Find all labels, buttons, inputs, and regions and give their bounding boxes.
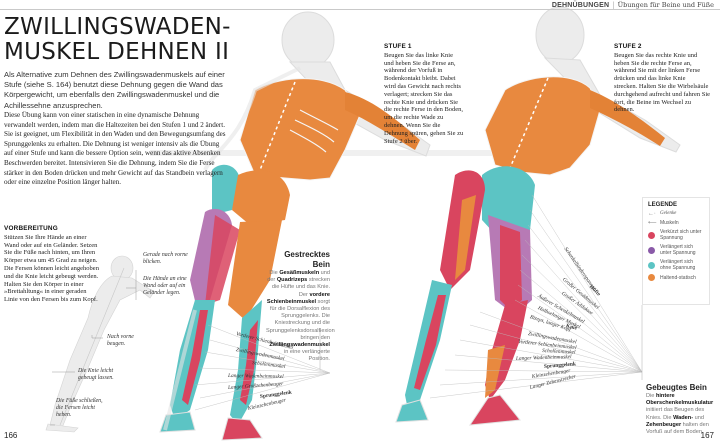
subsection-title: Übungen für Beine und Füße: [617, 1, 714, 9]
note-hands-on-wall: Die Hände an eine Wand oder auf ein Gelä…: [143, 276, 187, 296]
legend-item-lengthening-tension: Verlängert sich unter Spannung: [648, 244, 704, 256]
term-glutes: Gesäßmuskeln: [279, 270, 320, 276]
step-1-text: Beugen Sie das linke Knie und heben Sie …: [384, 51, 464, 145]
running-head-separator: |: [612, 1, 615, 9]
term-toe-flexors: Zehenbeuger: [646, 421, 682, 428]
label-left-peroneus-longus: Langer Wadenbeinmuskel: [227, 373, 284, 380]
callout-bent-leg: Gebeugtes Bein Die hintere Oberschenkelm…: [646, 383, 716, 436]
note-lean-forward: Nach vorne beugen.: [107, 334, 134, 347]
title-line-1: ZWILLINGSWADEN-: [4, 14, 231, 40]
page-title: ZWILLINGSWADEN- MUSKEL DEHNEN II: [4, 15, 231, 65]
legend-heading: LEGENDE: [648, 202, 678, 208]
legend-item-shortening: Verkürzt sich unter Spannung: [648, 229, 704, 241]
term-gastrocnemius: Zwillingswadenmuskel: [269, 342, 330, 349]
term-calf: Waden-: [673, 414, 694, 421]
leader-lines-left: [194, 324, 331, 411]
page-number-right: 167: [700, 431, 714, 440]
preparation-block: VORBEREITUNG Stützen Sie Ihre Hände an e…: [4, 225, 99, 304]
callout-straight-leg: Gestrecktes Bein Die Gesäßmuskeln und de…: [266, 250, 335, 363]
preparation-text: Stützen Sie Ihre Hände an einer Wand ode…: [4, 233, 99, 304]
preparation-heading: VORBEREITUNG: [4, 225, 58, 232]
legend-item-joints: ←· Gelenke: [648, 211, 677, 217]
figure-2: [395, 6, 681, 426]
purple-dot-icon: [648, 246, 655, 254]
teal-dot-icon: [648, 261, 655, 269]
preparation-figure: [45, 255, 155, 433]
step-2-block: STUFE 2 Beugen Sie das rechte Knie und h…: [614, 43, 710, 114]
callout-straight-heading: Gestrecktes Bein: [284, 250, 330, 269]
leader-lines-right: [429, 194, 643, 399]
note-feet-together: Die Füße schließen, die Fersen leicht he…: [56, 398, 103, 418]
step-2-heading: STUFE 2: [614, 43, 642, 50]
legend-item-static: Haltend-statisch: [648, 274, 704, 281]
legend: LEGENDE ←· Gelenke ⟵ Muskeln Verkürzt si…: [642, 197, 710, 305]
step-2-text: Beugen Sie das rechte Knie und heben Sie…: [614, 51, 711, 114]
page-number-left: 166: [4, 431, 18, 440]
top-rule: [0, 9, 720, 10]
note-leaders: [50, 270, 137, 426]
body-paragraph: Diese Übung kann von einer statischen in…: [4, 111, 226, 187]
title-line-2: MUSKEL DEHNEN II: [4, 39, 230, 65]
step-1-block: STUFE 1 Beugen Sie das linke Knie und he…: [384, 43, 464, 145]
section-title: DEHNÜBUNGEN: [551, 2, 610, 9]
red-dot-icon: [648, 231, 655, 239]
wall-railing: [150, 150, 580, 156]
figure-1: [159, 11, 431, 441]
legend-item-lengthening-no-tension: Verlängert sich ohne Spannung: [648, 259, 704, 271]
note-look-forward: Gerade nach vorne blicken.: [143, 252, 188, 265]
step-1-heading: STUFE 1: [384, 43, 412, 50]
running-head: DEHNÜBUNGEN|Übungen für Beine und Füße: [552, 1, 714, 9]
note-knees-bent: Die Knie leicht gebeugt lassen.: [78, 368, 114, 381]
term-hamstrings: hintere Oberschenkelmuskulatur: [646, 393, 714, 407]
intro-paragraph: Als Alternative zum Dehnen des Zwillings…: [4, 70, 225, 110]
callout-bent-heading: Gebeugtes Bein: [646, 383, 707, 392]
term-tibialis-anterior: vordere Schienbeinmuskel: [266, 291, 330, 305]
orange-dot-icon: [648, 274, 655, 281]
legend-item-muscles: ⟵ Muskeln: [648, 220, 679, 226]
arrow-left-icon: ←·: [648, 211, 656, 217]
arrow-left-icon: ⟵: [648, 220, 657, 226]
term-quadriceps: Quadrizeps: [276, 277, 308, 284]
